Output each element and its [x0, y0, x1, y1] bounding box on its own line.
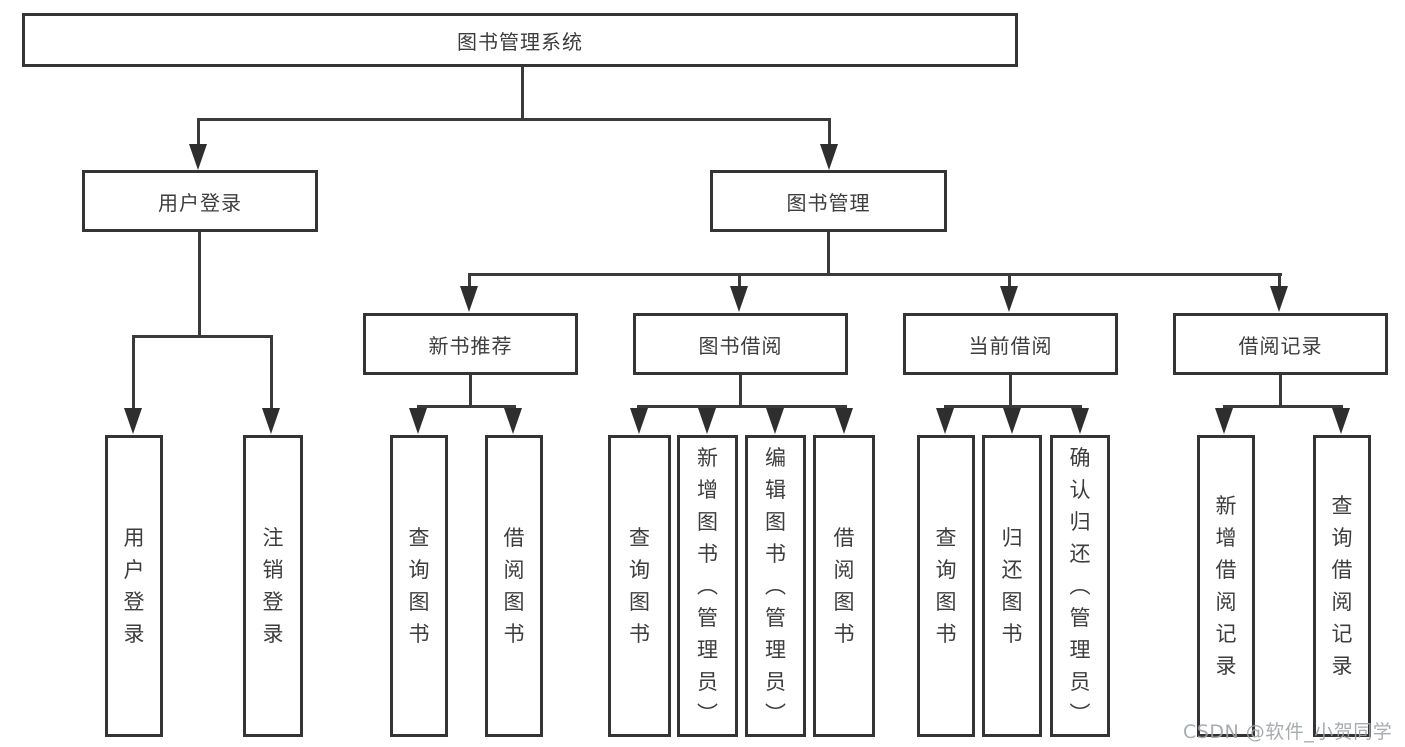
- arrowhead-down-icon: [1215, 408, 1233, 434]
- connector-current-stem: [1009, 375, 1012, 405]
- arrowhead-down-icon: [1003, 408, 1021, 434]
- connector-root-hbar: [197, 118, 831, 121]
- connector-recommend-stem: [469, 375, 472, 405]
- connector-drop: [270, 335, 273, 410]
- arrowhead-down-icon: [835, 408, 853, 434]
- leaf-confirm-return-admin: 确认归还︵管理员︶: [1050, 435, 1110, 737]
- connector-drop: [132, 335, 135, 410]
- arrowhead-down-icon: [504, 408, 522, 434]
- connector-login-hbar: [132, 335, 273, 338]
- connector-drop: [468, 273, 471, 289]
- arrowhead-down-icon: [766, 408, 784, 434]
- node-library-system: 图书管理系统: [22, 13, 1018, 67]
- connector-mgmt-stem: [827, 232, 830, 273]
- node-book-management: 图书管理: [710, 170, 947, 232]
- leaf-add-book-admin: 新增图书︵管理员︶: [677, 435, 738, 737]
- leaf-add-borrow-record: 新增借阅记录: [1197, 435, 1255, 737]
- connector-recommend-hbar: [417, 405, 516, 408]
- leaf-query-books-current: 查询图书: [917, 435, 975, 737]
- node-user-login: 用户登录: [82, 170, 318, 232]
- arrowhead-down-icon: [1000, 286, 1018, 312]
- connector-borrow-stem: [739, 375, 742, 405]
- connector-drop: [197, 118, 200, 146]
- leaf-edit-book-admin: 编辑图书︵管理员︶: [745, 435, 806, 737]
- connector-borrow-hbar: [637, 405, 847, 408]
- connector-records-hbar: [1223, 405, 1343, 408]
- node-borrow-records: 借阅记录: [1173, 313, 1388, 375]
- connector-login-stem: [198, 232, 201, 335]
- arrowhead-down-icon: [1071, 408, 1089, 434]
- csdn-watermark: CSDN @软件_小贺同学: [1183, 721, 1393, 743]
- arrowhead-down-icon: [409, 408, 427, 434]
- arrowhead-down-icon: [189, 144, 207, 170]
- leaf-logout: 注销登录: [243, 435, 303, 737]
- leaf-user-login: 用户登录: [105, 435, 163, 737]
- arrowhead-down-icon: [936, 408, 954, 434]
- leaf-query-books-borrow: 查询图书: [608, 435, 671, 737]
- connector-drop: [828, 118, 831, 146]
- leaf-borrow-books-recommend: 借阅图书: [485, 435, 543, 737]
- connector-root-stem: [521, 67, 524, 118]
- connector-drop: [1278, 273, 1281, 289]
- leaf-return-book: 归还图书: [982, 435, 1042, 737]
- arrowhead-down-icon: [630, 408, 648, 434]
- leaf-query-borrow-record: 查询借阅记录: [1313, 435, 1371, 737]
- arrowhead-down-icon: [1270, 286, 1288, 312]
- arrowhead-down-icon: [1332, 408, 1350, 434]
- node-new-book-recommend: 新书推荐: [363, 313, 578, 375]
- arrowhead-down-icon: [820, 144, 838, 170]
- arrowhead-down-icon: [698, 408, 716, 434]
- arrowhead-down-icon: [460, 286, 478, 312]
- arrowhead-down-icon: [262, 408, 280, 434]
- connector-drop: [1008, 273, 1011, 289]
- node-book-borrow: 图书借阅: [633, 313, 848, 375]
- connector-mgmt-hbar: [468, 273, 1282, 276]
- connector-drop: [738, 273, 741, 289]
- arrowhead-down-icon: [730, 286, 748, 312]
- node-current-borrow: 当前借阅: [903, 313, 1118, 375]
- leaf-query-books-recommend: 查询图书: [390, 435, 448, 737]
- arrowhead-down-icon: [124, 408, 142, 434]
- connector-records-stem: [1279, 375, 1282, 405]
- leaf-borrow-books: 借阅图书: [813, 435, 875, 737]
